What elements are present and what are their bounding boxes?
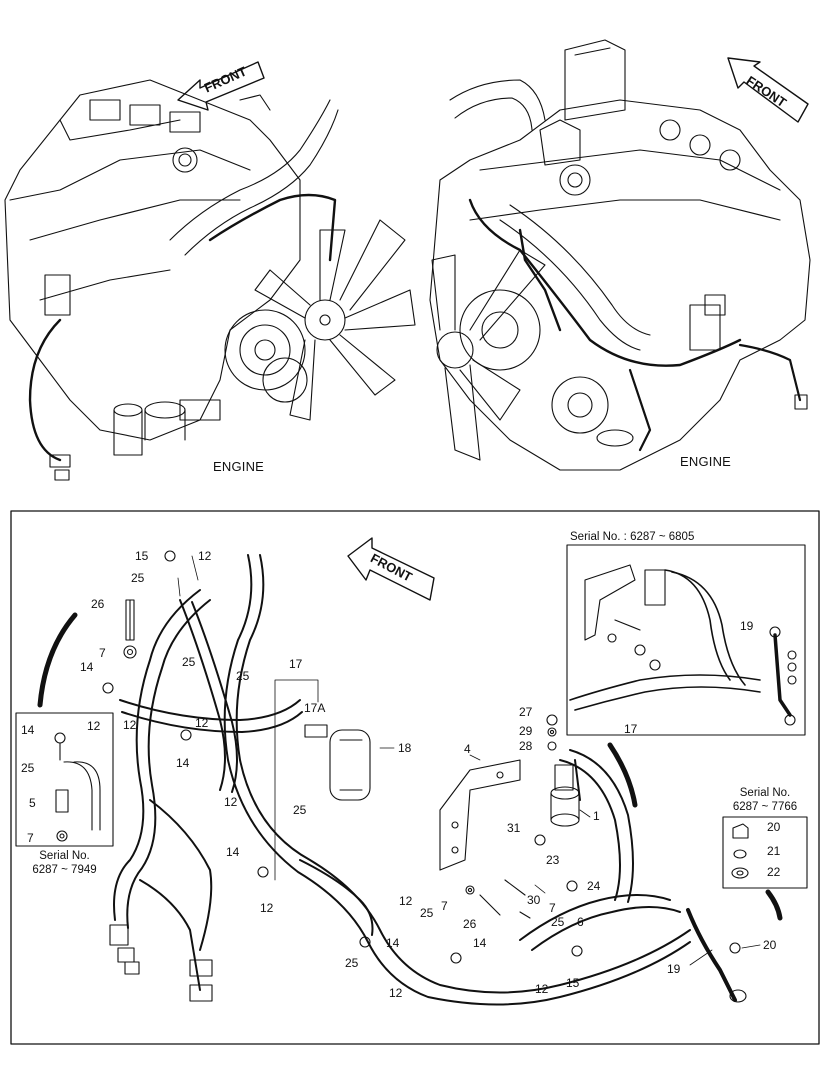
ground-cable xyxy=(686,908,747,1003)
callout: 14 xyxy=(21,723,35,737)
engine-illustration-right xyxy=(429,39,811,471)
front-arrow-left xyxy=(177,61,265,111)
main-frame xyxy=(10,510,820,1045)
serial-range: Serial No. : 6287 ~ 6805 xyxy=(570,531,695,543)
callout: 12 xyxy=(260,901,274,915)
inset-left-parts xyxy=(54,732,101,842)
inset-right-frame xyxy=(722,816,808,889)
inset-left-frame xyxy=(15,712,114,847)
callout: 17 xyxy=(624,722,638,736)
serial-range: 6287 ~ 7766 xyxy=(732,801,798,813)
callout: 25 xyxy=(182,655,196,669)
callout: 25 xyxy=(131,571,145,585)
callout: 7 xyxy=(441,899,448,913)
callout: 17A xyxy=(304,701,326,715)
fan-illustration-right xyxy=(431,249,546,461)
inset-pointer-top xyxy=(607,742,638,808)
engine-label-right: ENGINE xyxy=(680,454,732,469)
inset-top-parts xyxy=(569,564,797,726)
callout: 12 xyxy=(389,986,403,1000)
callout: 19 xyxy=(667,962,681,976)
callout: 7 xyxy=(549,901,556,915)
callout: 31 xyxy=(507,821,521,835)
callout: 14 xyxy=(80,660,94,674)
callout: 26 xyxy=(463,917,477,931)
serial-title: Serial No. xyxy=(739,787,791,799)
leader-lines xyxy=(177,555,761,966)
callout: 25 xyxy=(345,956,359,970)
callout: 25 xyxy=(551,915,565,929)
inset-pointer-right xyxy=(765,889,783,921)
callout: 25 xyxy=(236,669,250,683)
callout: 12 xyxy=(87,719,101,733)
callout: 23 xyxy=(546,853,560,867)
callout: 24 xyxy=(587,879,601,893)
callout: 25 xyxy=(293,803,307,817)
callout: 28 xyxy=(519,739,533,753)
callout: 12 xyxy=(198,549,212,563)
serial-range: 6287 ~ 7949 xyxy=(32,864,97,876)
inset-pointer-left xyxy=(37,612,78,708)
callout: 7 xyxy=(27,831,34,845)
callout: 20 xyxy=(767,820,781,834)
callout: 29 xyxy=(519,724,533,738)
fan-illustration xyxy=(254,219,416,421)
front-arrow-main xyxy=(347,537,435,601)
callout: 30 xyxy=(527,893,541,907)
callout: 14 xyxy=(386,936,400,950)
callout: 14 xyxy=(176,756,190,770)
engine-illustration-left xyxy=(4,79,416,481)
bracket-part xyxy=(439,759,521,871)
callout: 26 xyxy=(91,597,105,611)
callout: 14 xyxy=(473,936,487,950)
callout: 1 xyxy=(593,809,600,823)
callout: 7 xyxy=(99,646,106,660)
callout: 5 xyxy=(29,796,36,810)
callout: 14 xyxy=(226,845,240,859)
callout: 12 xyxy=(535,982,549,996)
callout: 21 xyxy=(767,844,781,858)
inset-top-frame xyxy=(566,544,806,736)
solenoid-part xyxy=(550,764,580,827)
callout: 12 xyxy=(195,716,209,730)
callout: 12 xyxy=(224,795,238,809)
callout: 12 xyxy=(123,718,137,732)
callout: 20 xyxy=(763,938,777,952)
connectors xyxy=(109,724,371,1002)
fasteners xyxy=(102,550,741,964)
inset-right-parts xyxy=(731,823,749,879)
callout: 6 xyxy=(577,915,584,929)
front-arrow-right xyxy=(727,57,809,123)
callout: 18 xyxy=(398,741,412,755)
callout: 25 xyxy=(420,906,434,920)
serial-title: Serial No. xyxy=(39,850,90,862)
callout: 25 xyxy=(21,761,35,775)
callout: 15 xyxy=(135,549,149,563)
callout: 17 xyxy=(289,657,303,671)
callout: 19 xyxy=(740,619,754,633)
wire-harness-main xyxy=(113,554,691,1006)
callout: 15 xyxy=(566,976,580,990)
engine-label-left: ENGINE xyxy=(213,459,265,474)
callout: 27 xyxy=(519,705,533,719)
callout: 22 xyxy=(767,865,781,879)
callout: 12 xyxy=(399,894,413,908)
callout: 4 xyxy=(464,742,471,756)
